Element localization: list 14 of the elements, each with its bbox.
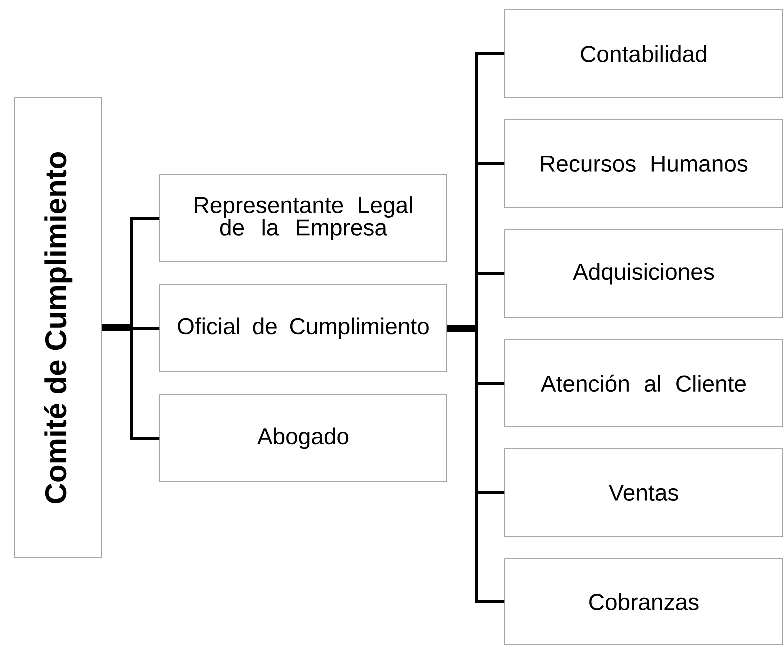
org-box: Adquisiciones <box>504 230 784 318</box>
org-box: Abogado <box>160 394 448 482</box>
org-box: Recursos Humanos <box>504 120 784 208</box>
title-box: Comité de Cumplimiento <box>14 98 102 558</box>
connector <box>447 327 505 604</box>
org-box: Cobranzas <box>504 558 784 646</box>
org-box: Contabilidad <box>504 10 784 98</box>
org-box: Representante Legal de la Empresa <box>160 174 448 262</box>
connector-stub <box>447 325 477 332</box>
connector <box>102 326 160 440</box>
org-box: Oficial de Cumplimiento <box>160 284 448 372</box>
org-box: Ventas <box>504 448 784 538</box>
connector-stub <box>102 324 132 332</box>
org-box: Atención al Cliente <box>504 340 784 428</box>
